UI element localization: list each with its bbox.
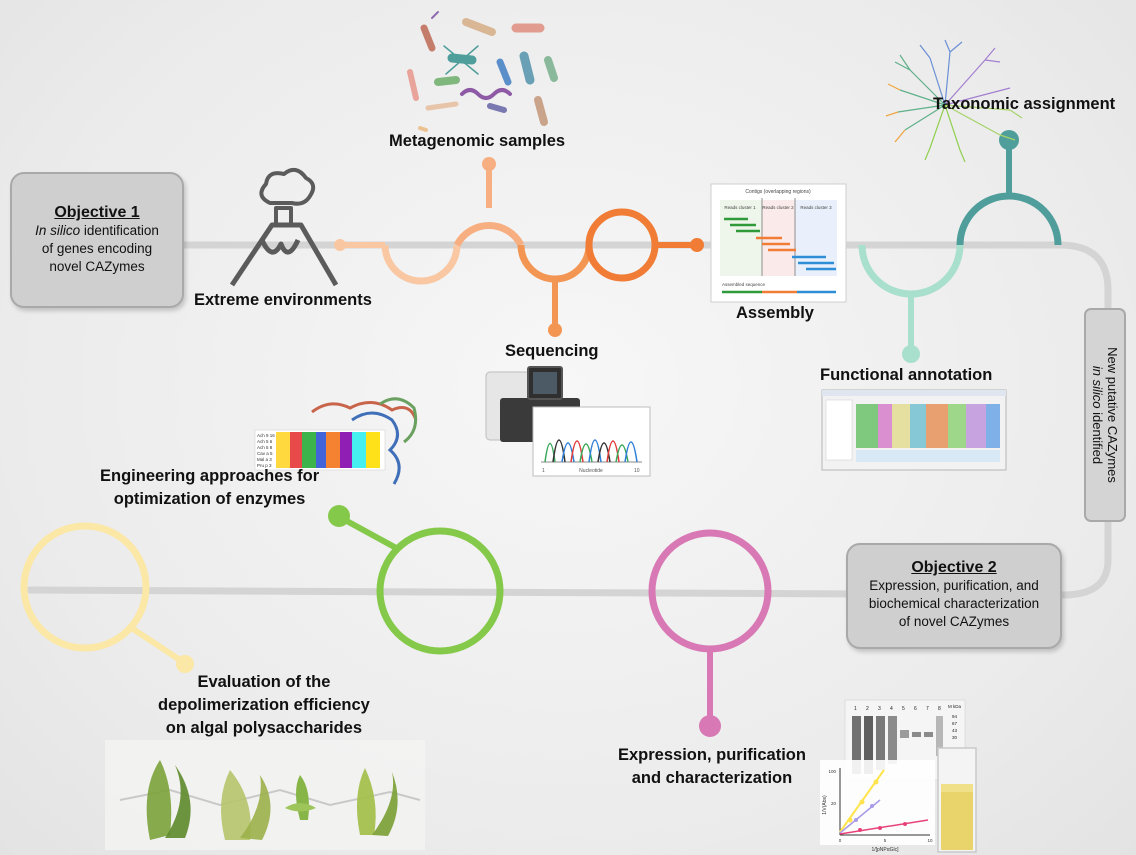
assembly-figure: Contigs (overlapping regions) Reads clus…	[710, 183, 847, 303]
gel-unit: M kDa	[948, 704, 961, 709]
kinetics-y-tick-top: 100	[828, 769, 836, 774]
gel-marker-label: 67	[952, 721, 958, 726]
objective-1-box: Objective 1 In silico identification of …	[10, 172, 184, 308]
label-extreme-environments: Extreme environments	[194, 291, 372, 309]
kinetics-x-tick-0: 0	[839, 838, 842, 843]
objective-2-line-1: Expression, purification, and	[869, 578, 1039, 593]
objective-2-line-3: of novel CAZymes	[898, 614, 1010, 629]
label-expression: Expression, purification and characteriz…	[618, 744, 806, 790]
gel-lane-number: 7	[926, 706, 929, 712]
kinetics-y-tick-mid: 20	[831, 801, 837, 806]
label-evaluation: Evaluation of the depolimerization effic…	[158, 671, 370, 740]
alignment-row-label: Ach 9 16	[257, 433, 275, 438]
kinetics-x-tick-10: 10	[927, 838, 933, 843]
label-evaluation-line-2: depolimerization efficiency	[158, 696, 370, 714]
assembly-footer: Assembled sequence	[722, 282, 766, 287]
cuvette-icon	[937, 747, 977, 853]
gel-lane-number: 3	[878, 706, 881, 712]
alignment-row-label: Mal a 3	[257, 457, 272, 462]
label-engineering-line-2: optimization of enzymes	[113, 490, 306, 508]
objective-1-line-2: of genes encoding	[41, 241, 153, 256]
objective-1-line-1: In silico identification	[12, 222, 182, 240]
kinetics-ylabel: 1/V(Abs)	[822, 795, 828, 815]
assembly-cluster-1: Reads cluster 1	[724, 205, 756, 210]
kinetics-plot: 1/V(Abs) 1/[pNPαGlc] 100 20 0 5 10	[820, 760, 935, 853]
gel-lane-number: 8	[938, 706, 941, 712]
new-cazymes-italic: in silico	[1090, 365, 1105, 409]
assembly-cluster-3: Reads cluster 3	[800, 205, 832, 210]
phylogenetic-tree-icon	[885, 39, 1023, 163]
new-cazymes-line-2-rest: identified	[1090, 408, 1105, 465]
objective-2-box: Objective 2 Expression, purification, an…	[846, 543, 1062, 649]
gel-lane-number: 2	[866, 706, 869, 712]
label-metagenomic-samples: Metagenomic samples	[389, 132, 566, 150]
chromatogram-xlabel: Nucleotide	[579, 468, 603, 474]
assembly-header: Contigs (overlapping regions)	[745, 189, 811, 195]
volcano-icon	[229, 167, 339, 287]
alignment-screenshot-icon	[821, 389, 1007, 471]
microbes-icon	[407, 11, 558, 132]
label-expression-line-2: and characterization	[631, 769, 793, 787]
label-taxonomic-assignment: Taxonomic assignment	[933, 95, 1116, 113]
label-expression-line-1: Expression, purification	[618, 746, 806, 764]
objective-1-line-3: novel CAZymes	[49, 259, 145, 274]
new-cazymes-side-box: New putative CAZymes in silico identifie…	[1084, 308, 1126, 522]
objective-2-title: Objective 2	[911, 559, 997, 576]
assembly-cluster-2: Reads cluster 2	[762, 205, 794, 210]
alignment-row-label: Pru p 3	[257, 463, 272, 468]
new-cazymes-label: New putative CAZymes in silico identifie…	[1090, 315, 1120, 515]
gel-marker-label: 43	[952, 728, 958, 733]
new-cazymes-line-2: in silico identified	[1090, 315, 1105, 515]
gel-marker-label: 30	[952, 735, 958, 740]
annotation-connectors	[858, 130, 1062, 363]
main-track	[26, 241, 1112, 599]
label-assembly: Assembly	[736, 304, 814, 322]
algae-illustration	[105, 740, 425, 850]
new-cazymes-line-1: New putative CAZymes	[1105, 347, 1120, 483]
objective-2-line-2: biochemical characterization	[868, 596, 1040, 611]
alignment-row-label: Ach 5 6	[257, 439, 273, 444]
gel-lane-number: 6	[914, 706, 917, 712]
objective-1-line-1-rest: identification	[80, 223, 159, 238]
kinetics-xlabel: 1/[pNPαGlc]	[871, 847, 899, 853]
label-evaluation-line-3: on algal polysaccharides	[165, 719, 363, 737]
bottom-connectors	[20, 505, 772, 737]
objective-1-title: Objective 1	[54, 204, 140, 221]
alignment-row-label: Ach 5 8	[257, 445, 273, 450]
objective-1-italic: In silico	[35, 223, 81, 238]
label-sequencing: Sequencing	[505, 342, 599, 360]
gel-marker-label: 94	[952, 714, 958, 719]
gel-lane-number: 5	[902, 706, 905, 712]
chromatogram-x-end: 10	[634, 468, 640, 474]
gel-lane-number: 1	[854, 706, 857, 712]
chromatogram-panel: 1 Nucleotide 10	[532, 406, 651, 477]
label-engineering: Engineering approaches for optimization …	[100, 465, 319, 511]
label-engineering-line-1: Engineering approaches for	[100, 467, 320, 485]
label-evaluation-line-1: Evaluation of the	[197, 673, 331, 691]
label-functional-annotation: Functional annotation	[820, 366, 993, 384]
sampling-connectors	[334, 157, 704, 337]
alignment-row-label: Cav a 5	[257, 451, 273, 456]
kinetics-x-tick-5: 5	[884, 838, 887, 843]
chromatogram-x-start: 1	[542, 468, 545, 474]
gel-lane-number: 4	[890, 706, 893, 712]
